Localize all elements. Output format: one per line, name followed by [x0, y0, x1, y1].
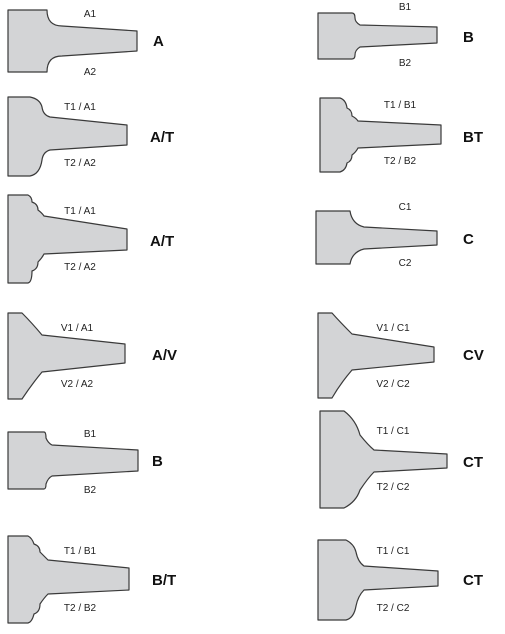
- profile-type-label: C: [463, 231, 474, 248]
- profile-top-label: C1: [399, 202, 412, 213]
- profile-shape: [7, 194, 128, 284]
- profile-bottom-label: T2 / C2: [377, 603, 410, 614]
- profile-type-label: CV: [463, 347, 484, 364]
- profile-top-label: V1 / A1: [61, 323, 94, 334]
- profile-shape: [317, 12, 438, 60]
- profile-6: C1 C2 C: [315, 202, 474, 269]
- profile-top-label: B1: [399, 2, 412, 13]
- profile-9: B1 B2 B: [7, 429, 163, 496]
- profile-type-label: A/V: [152, 347, 177, 364]
- profile-type-label: CT: [463, 454, 483, 471]
- profile-bottom-label: T2 / B2: [384, 156, 417, 167]
- profile-type-label: A/T: [150, 233, 174, 250]
- profile-2: B1 B2 B: [317, 2, 474, 69]
- profile-1: A1 A2 A: [7, 9, 164, 78]
- profile-shape: [7, 96, 128, 177]
- profile-type-label: B: [152, 453, 163, 470]
- profile-shape: [317, 312, 435, 399]
- profile-shape: [317, 539, 439, 621]
- profile-shape: [7, 312, 126, 400]
- profile-shape: [7, 431, 139, 490]
- profile-top-label: T1 / B1: [384, 100, 417, 111]
- profile-5: T1 / A1 T2 / A2 A/T: [7, 194, 174, 284]
- profile-4: T1 / B1 T2 / B2 BT: [319, 97, 483, 173]
- profile-bottom-label: B2: [84, 485, 97, 496]
- profile-bottom-label: T2 / A2: [64, 262, 96, 273]
- profile-3: T1 / A1 T2 / A2 A/T: [7, 96, 174, 177]
- profile-8: V1 / C1 V2 / C2 CV: [317, 312, 484, 399]
- profile-bottom-label: C2: [399, 258, 412, 269]
- profile-10: T1 / C1 T2 / C2 CT: [319, 410, 483, 509]
- profile-top-label: V1 / C1: [376, 323, 410, 334]
- profile-11: T1 / B1 T2 / B2 B/T: [7, 535, 176, 624]
- profile-top-label: T1 / C1: [377, 426, 410, 437]
- profile-top-label: T1 / B1: [64, 546, 97, 557]
- profile-bottom-label: T2 / B2: [64, 603, 97, 614]
- profile-type-label: B/T: [152, 572, 176, 589]
- profile-shape: [7, 9, 138, 73]
- profile-top-label: B1: [84, 429, 97, 440]
- profile-top-label: A1: [84, 9, 97, 20]
- profile-shape: [319, 97, 442, 173]
- profile-bottom-label: A2: [84, 67, 97, 78]
- profile-type-label: A/T: [150, 129, 174, 146]
- profile-top-label: T1 / A1: [64, 102, 96, 113]
- profile-top-label: T1 / C1: [377, 546, 410, 557]
- profile-type-label: CT: [463, 572, 483, 589]
- profile-top-label: T1 / A1: [64, 206, 96, 217]
- profile-7: V1 / A1 V2 / A2 A/V: [7, 312, 177, 400]
- profile-shape: [315, 210, 438, 265]
- profile-type-label: A: [153, 33, 164, 50]
- profile-bottom-label: T2 / A2: [64, 158, 96, 169]
- profile-bottom-label: V2 / A2: [61, 379, 94, 390]
- profile-bottom-label: V2 / C2: [376, 379, 410, 390]
- profile-shape: [7, 535, 130, 624]
- profile-type-label: BT: [463, 129, 483, 146]
- profile-shape: [319, 410, 448, 509]
- profile-bottom-label: T2 / C2: [377, 482, 410, 493]
- profile-type-label: B: [463, 29, 474, 46]
- profile-12: T1 / C1 T2 / C2 CT: [317, 539, 483, 621]
- profile-bottom-label: B2: [399, 58, 412, 69]
